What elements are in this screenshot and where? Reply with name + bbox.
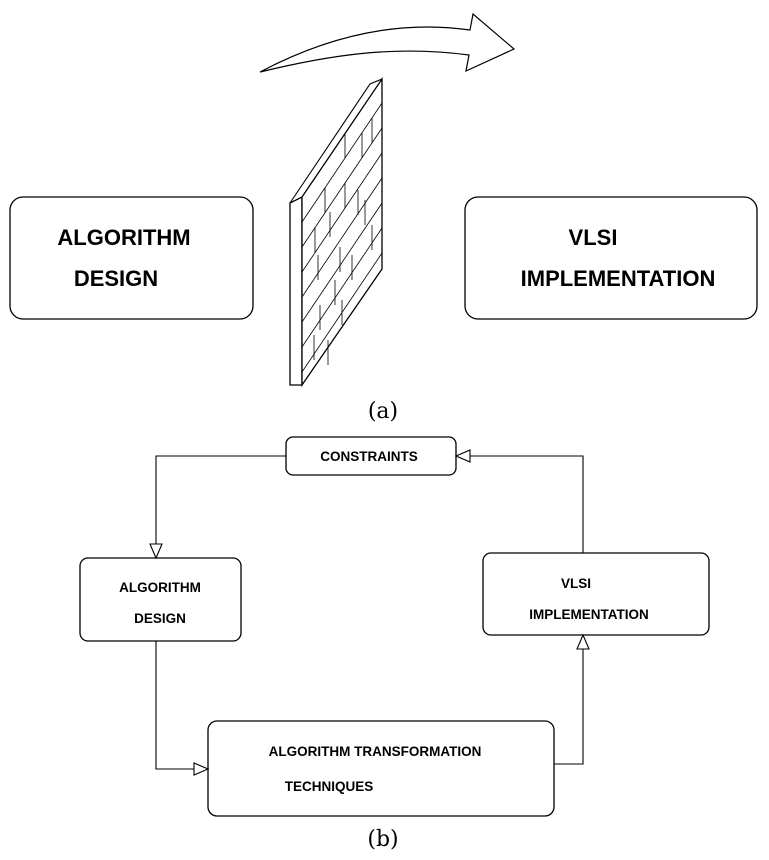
caption-a: (a) — [368, 399, 398, 424]
vlsi-implementation-box-b — [482, 552, 710, 636]
vlsi-implementation-label-b-line2: IMPLEMENTATION — [529, 607, 649, 622]
arrowhead-to-vlsi — [576, 633, 590, 650]
vlsi-implementation-label-a-line1: VLSI — [569, 225, 618, 250]
caption-b: (b) — [367, 827, 398, 852]
constraints-label: CONSTRAINTS — [320, 449, 418, 464]
connector-transformation-to-vlsi — [554, 649, 584, 765]
algorithm-design-label-a-line1: ALGORITHM — [57, 225, 190, 250]
brick-wall — [289, 76, 383, 388]
transformation-box — [207, 720, 555, 817]
algorithm-design-label-a-line2: DESIGN — [74, 266, 158, 291]
arrowhead-to-design — [149, 543, 163, 560]
transformation-label-line2: TECHNIQUES — [285, 779, 374, 794]
arrowhead-to-constraints — [454, 449, 471, 463]
arrowhead-to-transformation — [193, 762, 210, 776]
transformation-label-line1: ALGORITHM TRANSFORMATION — [269, 744, 482, 759]
vlsi-implementation-label-b-line1: VLSI — [561, 576, 591, 591]
vlsi-implementation-box-a — [464, 196, 758, 320]
connector-vlsi-to-constraints — [470, 455, 584, 553]
vlsi-implementation-label-a-line2: IMPLEMENTATION — [521, 266, 716, 291]
algorithm-design-box-b — [79, 557, 242, 642]
algorithm-design-label-b-line1: ALGORITHM — [119, 580, 201, 595]
connector-design-to-transformation — [155, 641, 194, 770]
connector-constraints-to-design — [155, 455, 286, 544]
curved-arrow — [259, 12, 516, 73]
algorithm-design-box-a — [9, 196, 254, 320]
algorithm-design-label-b-line2: DESIGN — [134, 611, 186, 626]
